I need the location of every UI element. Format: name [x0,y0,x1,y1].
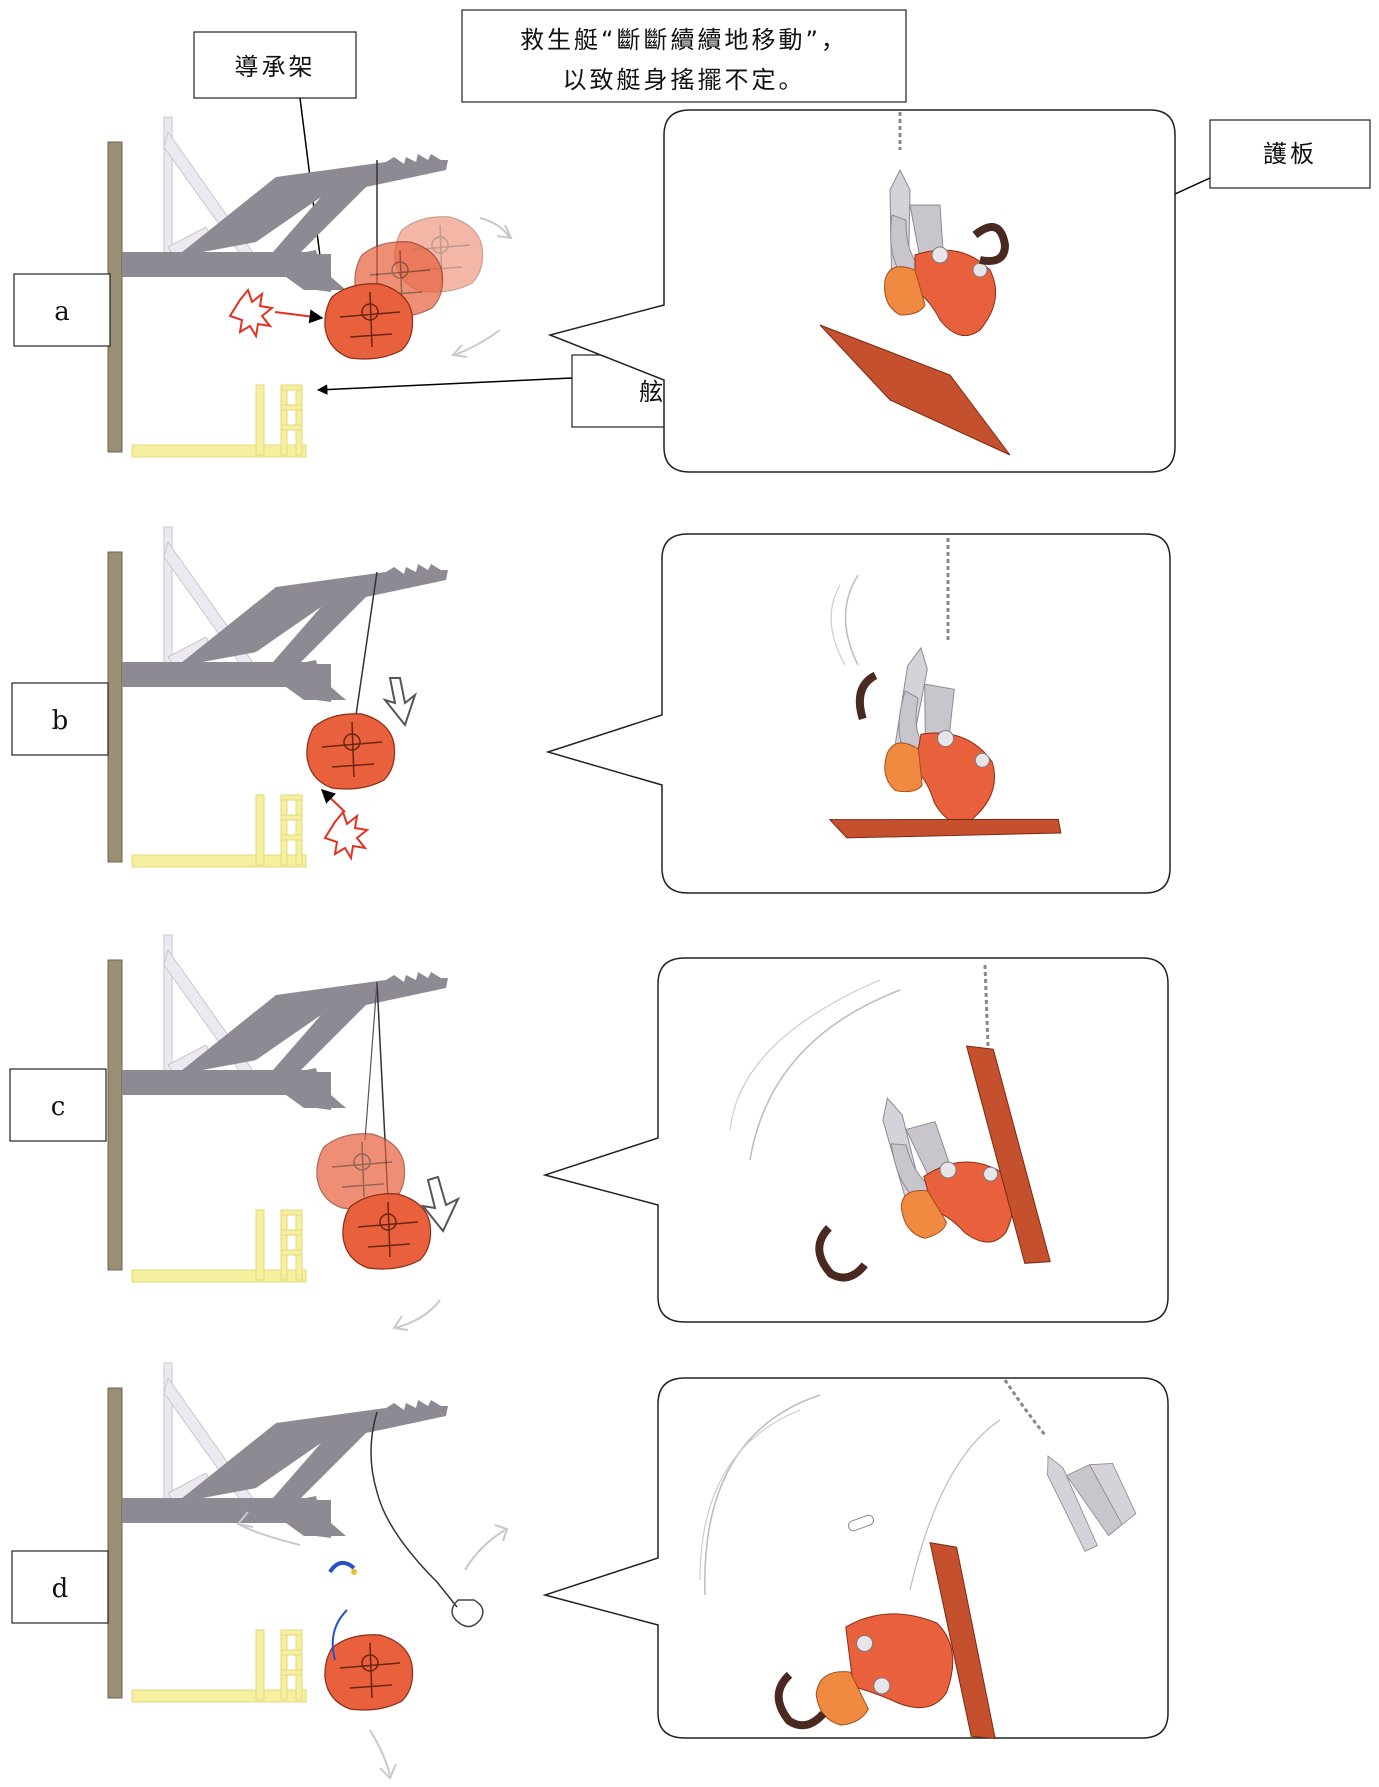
motion-arrow-b [385,678,415,725]
motion-arrow-a2 [453,330,500,357]
lifeboat-d [325,1635,413,1710]
impact-burst-b [325,812,367,858]
panel-label-b: b [52,706,69,736]
gangway-ladder-pointer [318,378,572,390]
ladder-d [132,1630,306,1702]
ladder-c [132,1210,306,1282]
ladder-a [132,385,306,457]
top-note-line2: 以致艇身搖擺不定。 [563,66,806,94]
lifeboat-b [307,714,395,789]
guide-bracket-label: 導承架 [235,53,316,81]
lifeboat-a [325,284,413,359]
panel-label-c: c [51,1092,66,1122]
panel-d: d [12,1363,1168,1781]
panel-label-a: a [54,297,70,327]
impact-burst-a [230,290,272,336]
motion-arrow-d2 [465,1525,507,1570]
panel-c: c [10,935,1168,1330]
detail-bubble-c [545,958,1168,1322]
motion-arrow-c2 [394,1300,440,1330]
motion-arrow-a1 [480,218,511,238]
top-note-box: 救生艇“斷斷續續地移動”， 以致艇身搖擺不定。 [462,10,906,102]
guard-plate-label: 護板 [1263,140,1317,168]
motion-arrow-d3 [370,1730,396,1778]
lifeboat-c [343,1194,431,1269]
panel-b: b [12,527,1170,893]
top-note-line1: 救生艇“斷斷續續地移動”， [520,26,848,54]
free-hook-d [452,1600,483,1627]
ladder-b [132,795,306,867]
panel-label-d: d [52,1574,69,1604]
